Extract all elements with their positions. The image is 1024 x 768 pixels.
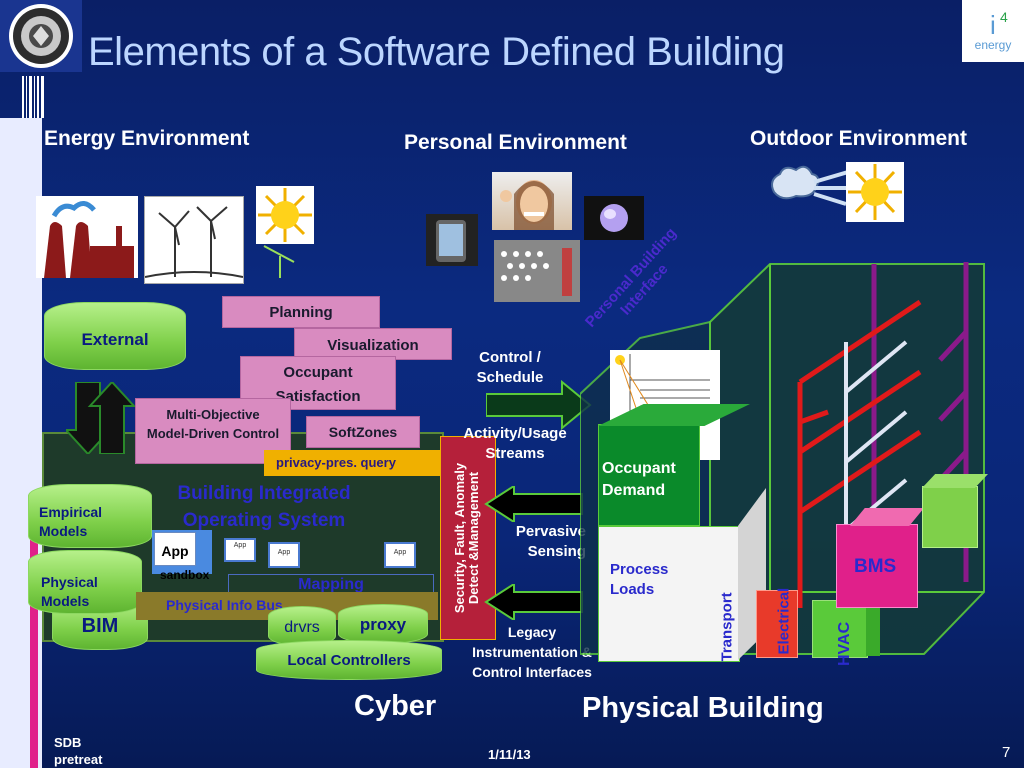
proxy-store: proxy bbox=[338, 604, 428, 644]
footer-left-line1: SDB bbox=[54, 735, 82, 750]
empirical-models-store: Empirical Models bbox=[28, 484, 152, 548]
app-small-1[interactable]: App bbox=[224, 538, 256, 562]
wind-turbines-icon bbox=[144, 196, 244, 284]
occupant-satisfaction-label: Occupant Satisfaction bbox=[275, 364, 361, 405]
up-down-arrows-icon bbox=[66, 382, 136, 454]
app-small-2[interactable]: App bbox=[268, 542, 300, 568]
wind-cloud-icon bbox=[766, 162, 849, 214]
outdoor-environment-header: Outdoor Environment bbox=[750, 127, 967, 150]
energy-environment-header: Energy Environment bbox=[44, 127, 250, 150]
cyber-label: Cyber bbox=[354, 690, 437, 722]
local-controllers-label: Local Controllers bbox=[287, 652, 411, 669]
bios-label: Building Integrated Operating System bbox=[177, 483, 351, 531]
local-controllers-store: Local Controllers bbox=[256, 640, 442, 680]
sun-icon bbox=[256, 186, 314, 244]
phone-photo bbox=[426, 214, 478, 266]
external-store: External bbox=[44, 302, 186, 370]
security-bar bbox=[440, 436, 496, 640]
mapping-label: Mapping bbox=[298, 576, 364, 593]
transport-label: Transport bbox=[718, 592, 736, 662]
university-seal-icon bbox=[0, 0, 82, 72]
sandbox-label: sandbox bbox=[160, 568, 210, 582]
footer-page-number: 7 bbox=[1002, 744, 1011, 761]
footer-left-line2: pretreat bbox=[54, 752, 103, 767]
empirical-models-label: Empirical Models bbox=[39, 504, 103, 539]
legacy-label: Legacy Instrumentation & Control Interfa… bbox=[472, 624, 592, 680]
green-cube bbox=[922, 486, 978, 548]
woman-photo bbox=[492, 172, 572, 230]
svg-text:i: i bbox=[990, 10, 996, 40]
bms-top bbox=[850, 508, 924, 526]
sun-connector bbox=[263, 245, 295, 278]
occupant-demand-label: Occupant Demand bbox=[602, 460, 676, 499]
control-arrow-icon bbox=[486, 380, 592, 430]
physical-building-label: Physical Building bbox=[582, 692, 824, 724]
bim-label: BIM bbox=[81, 615, 119, 637]
planning-box: Planning bbox=[222, 296, 380, 328]
logo-mark: 4 bbox=[1000, 9, 1008, 25]
footer-left: SDB pretreat bbox=[54, 734, 102, 768]
electrical-label: Electrical bbox=[775, 587, 793, 655]
bms-label: BMS bbox=[854, 556, 897, 577]
softzones-label: SoftZones bbox=[328, 424, 398, 440]
physical-models-store: Physical Models bbox=[28, 550, 142, 614]
footer-date: 1/11/13 bbox=[488, 747, 531, 762]
drvrs-label: drvrs bbox=[284, 619, 320, 636]
occupant-demand-top bbox=[598, 404, 750, 426]
activity-usage-label: Activity/Usage Streams bbox=[463, 425, 567, 462]
process-loads-label: Process Loads bbox=[610, 561, 669, 598]
energy-logo: i 4 energy bbox=[962, 0, 1024, 62]
visualization-box: Visualization bbox=[294, 328, 452, 360]
visualization-label: Visualization bbox=[327, 337, 419, 354]
green-cube-top bbox=[922, 474, 988, 488]
app-small-2-label: App bbox=[277, 549, 291, 556]
lamp-photo bbox=[584, 196, 644, 240]
electrical-box bbox=[756, 590, 798, 658]
softzones-box: SoftZones bbox=[306, 416, 420, 448]
privacy-query-label: privacy-pres. query bbox=[276, 455, 396, 470]
physical-info-bus-label: Physical Info Bus bbox=[166, 597, 283, 613]
legacy-arrow-icon bbox=[484, 584, 583, 620]
power-plant-icon bbox=[36, 196, 138, 278]
outdoor-sun-icon bbox=[846, 162, 904, 222]
app-main[interactable]: App bbox=[154, 532, 196, 566]
pervasive-sensing-label: Pervasive Sensing bbox=[515, 523, 586, 560]
app-small-3-label: App bbox=[393, 549, 407, 556]
light-wall-photo bbox=[494, 240, 580, 302]
proxy-label: proxy bbox=[359, 615, 407, 634]
security-bar-line2: Detect &Management bbox=[466, 471, 481, 605]
external-label: External bbox=[81, 330, 149, 349]
multi-objective-label: Multi-Objective Model-Driven Control bbox=[146, 407, 280, 441]
app-small-3[interactable]: App bbox=[384, 542, 416, 568]
app-small-1-label: App bbox=[233, 542, 247, 549]
physical-models-label: Physical Models bbox=[41, 574, 98, 609]
security-bar-text: Security, Fault, Anomaly Detect &Managem… bbox=[452, 437, 481, 639]
occupant-satisfaction-box: Occupant Satisfaction bbox=[240, 356, 396, 410]
barcode-decoration bbox=[22, 76, 44, 118]
privacy-query-bar: privacy-pres. query bbox=[264, 450, 442, 476]
drvrs-store: drvrs bbox=[268, 606, 336, 646]
logo-text: energy bbox=[974, 38, 1012, 52]
planning-label: Planning bbox=[269, 304, 333, 321]
security-bar-line1: Security, Fault, Anomaly bbox=[452, 462, 467, 614]
personal-environment-header: Personal Environment bbox=[404, 131, 627, 154]
left-strip-accent bbox=[30, 540, 38, 768]
pervasive-arrow-icon bbox=[484, 486, 583, 522]
app-main-label: App bbox=[161, 543, 189, 559]
page-title: Elements of a Software Defined Building bbox=[88, 30, 785, 74]
control-schedule-label: Control / Schedule bbox=[476, 349, 544, 386]
bms-box bbox=[836, 524, 918, 608]
